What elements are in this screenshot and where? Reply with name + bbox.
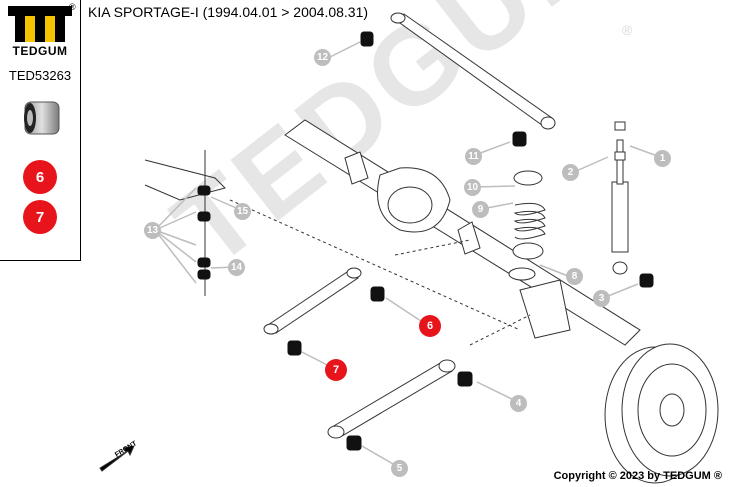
callout-2: 2	[562, 164, 579, 181]
bushing-thumbnail-icon	[24, 101, 60, 135]
callout-5: 5	[391, 460, 408, 477]
copyright-text: Copyright © 2023 by TEDGUM ®	[553, 470, 722, 482]
callout-8: 8	[566, 268, 583, 285]
callout-15: 15	[234, 203, 251, 220]
highlight-callout-7: 7	[325, 359, 347, 381]
sidebar-panel: ® TEDGUM TED53263 6 7	[0, 0, 81, 261]
part-number: TED53263	[8, 68, 72, 83]
callout-14: 14	[228, 259, 245, 276]
vehicle-title: KIA SPORTAGE-I (1994.04.01 > 2004.08.31)	[88, 4, 369, 20]
position-badge-7: 7	[23, 200, 57, 234]
callout-10: 10	[464, 179, 481, 196]
tedgum-logo-icon	[8, 6, 72, 42]
callout-4: 4	[510, 395, 527, 412]
brand-name: TEDGUM	[12, 44, 68, 58]
callout-11: 11	[465, 148, 482, 165]
highlight-callout-6: 6	[419, 315, 441, 337]
callout-3: 3	[593, 290, 610, 307]
position-badge-6: 6	[23, 160, 57, 194]
callout-1: 1	[654, 150, 671, 167]
callout-13: 13	[144, 222, 161, 239]
brand-reg-mark: ®	[69, 2, 76, 12]
callout-12: 12	[314, 49, 331, 66]
watermark-reg: ®	[622, 22, 633, 38]
callout-9: 9	[472, 201, 489, 218]
